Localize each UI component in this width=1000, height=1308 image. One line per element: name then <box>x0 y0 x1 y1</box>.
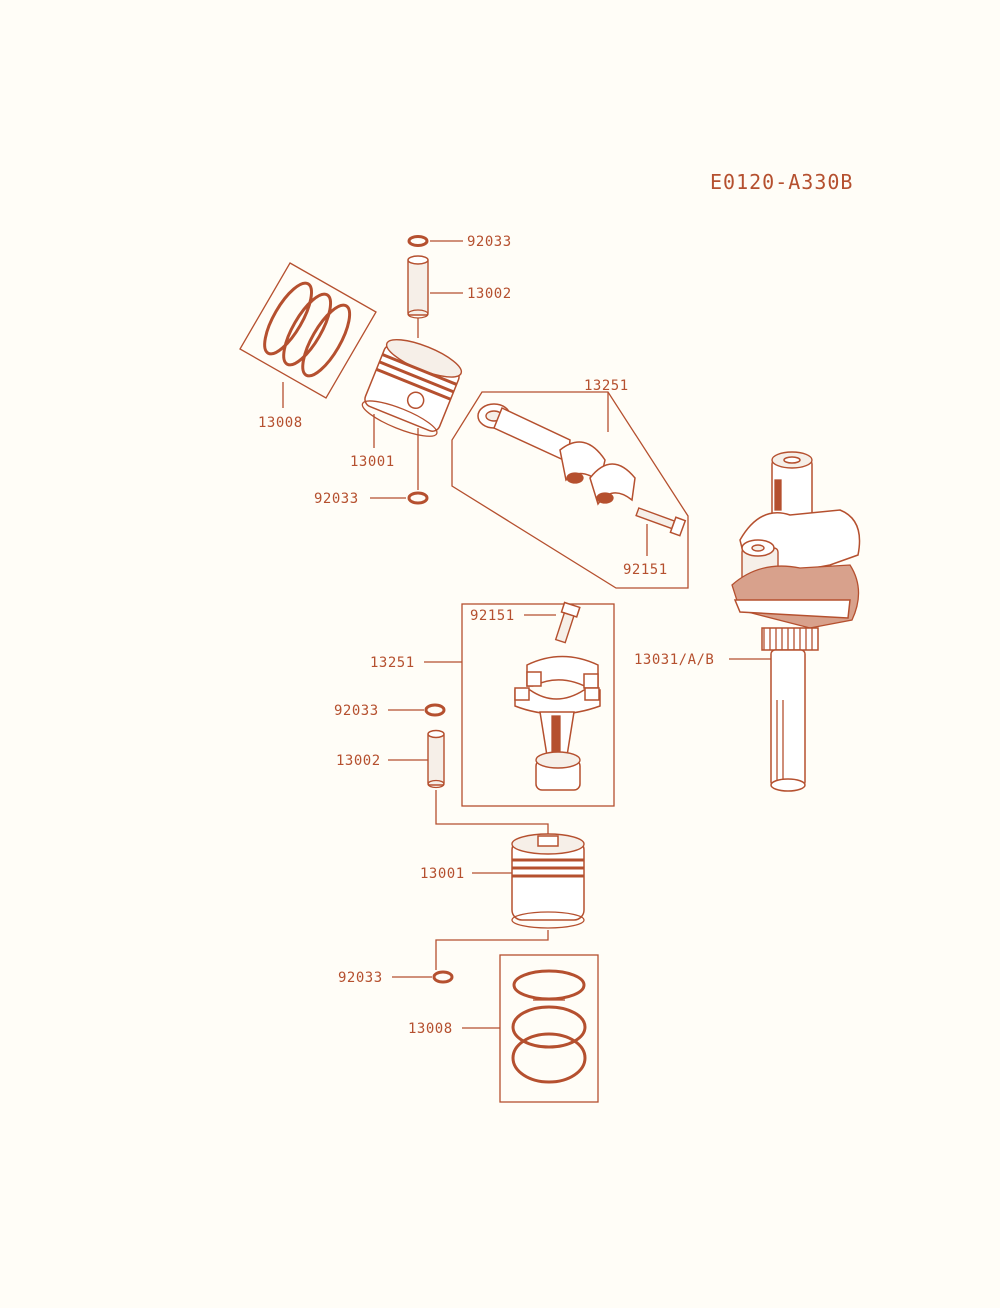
piston-rings-icon[interactable] <box>499 954 599 1103</box>
connecting-rod-icon[interactable] <box>461 601 615 807</box>
connecting-rod-icon[interactable] <box>451 391 689 589</box>
part-label-crankshaft[interactable]: 13031/A/B <box>634 652 714 668</box>
part-label-pin-top[interactable]: 13002 <box>467 286 512 302</box>
leader-line <box>435 930 549 970</box>
piston-icon[interactable] <box>511 833 585 929</box>
piston-rings-icon[interactable] <box>239 262 377 399</box>
circlip-icon[interactable] <box>424 703 446 717</box>
piston-pin-icon[interactable] <box>407 255 429 319</box>
part-label-circlip-lower-2[interactable]: 92033 <box>338 970 383 986</box>
part-label-rings-lower[interactable]: 13008 <box>408 1021 453 1037</box>
part-label-piston-top[interactable]: 13001 <box>350 454 395 470</box>
crankshaft-icon[interactable] <box>731 451 861 792</box>
part-label-pin-lower[interactable]: 13002 <box>336 753 381 769</box>
piston-icon[interactable] <box>359 332 466 443</box>
part-label-piston-lower[interactable]: 13001 <box>420 866 465 882</box>
part-label-conrod-lower[interactable]: 13251 <box>370 655 415 671</box>
circlip-icon[interactable] <box>407 491 429 505</box>
circlip-icon[interactable] <box>407 235 429 247</box>
diagram-code: E0120-A330B <box>710 170 853 194</box>
part-label-conrod-top[interactable]: 13251 <box>584 378 629 394</box>
piston-pin-icon[interactable] <box>427 729 445 789</box>
part-label-rings-top[interactable]: 13008 <box>258 415 303 431</box>
part-label-bolt-top[interactable]: 92151 <box>623 562 668 578</box>
part-label-circlip-lower[interactable]: 92033 <box>334 703 379 719</box>
circlip-icon[interactable] <box>432 970 454 984</box>
part-label-circlip-top-lower[interactable]: 92033 <box>314 491 359 507</box>
part-label-circlip-top[interactable]: 92033 <box>467 234 512 250</box>
leader-line <box>435 790 549 836</box>
part-label-bolt-lower[interactable]: 92151 <box>470 608 515 624</box>
